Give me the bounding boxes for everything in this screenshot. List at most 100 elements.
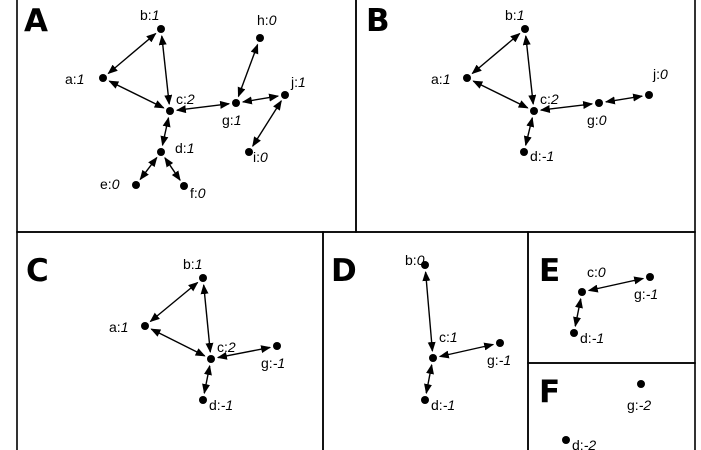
- edge-a-j-i: [252, 100, 282, 147]
- node-name-b-a: a:: [431, 71, 443, 87]
- node-value-c-d: -1: [221, 397, 233, 413]
- node-label-e-c: c:0: [587, 264, 606, 280]
- node-label-a-j: j:1: [290, 74, 306, 90]
- panel-label-a: A: [24, 3, 48, 39]
- node-value-c-a: 1: [121, 319, 129, 335]
- edge-a-g-h: [237, 43, 259, 98]
- node-value-d-d: -1: [443, 397, 455, 413]
- node-value-a-e: 0: [112, 176, 120, 192]
- node-b-a: [463, 74, 471, 82]
- node-d-b: [421, 261, 429, 269]
- node-value-b-j: 0: [660, 66, 668, 82]
- edge-e-c-d: [573, 297, 583, 328]
- node-value-a-i: 0: [260, 149, 268, 165]
- node-name-a-j: j:: [290, 74, 298, 90]
- node-name-a-c: c:: [176, 91, 187, 107]
- node-label-a-e: e:0: [100, 176, 120, 192]
- node-name-e-c: c:: [587, 264, 598, 280]
- edge-a-a-b: [107, 32, 157, 75]
- node-a-a: [99, 74, 107, 82]
- node-name-a-h: h:: [257, 12, 269, 28]
- node-value-e-g: -1: [646, 286, 658, 302]
- node-label-b-d: d:-1: [530, 148, 554, 164]
- node-value-e-d: -1: [592, 330, 604, 346]
- node-c-a: [141, 322, 149, 330]
- node-name-d-g: g:: [487, 352, 499, 368]
- node-label-d-g: g:-1: [487, 352, 511, 368]
- edge-b-b-c: [522, 35, 537, 105]
- node-a-e: [132, 181, 140, 189]
- node-value-b-a: 1: [443, 71, 451, 87]
- node-d-c: [429, 354, 437, 362]
- node-b-j: [645, 91, 653, 99]
- node-c-g: [273, 342, 281, 350]
- node-value-e-c: 0: [598, 264, 606, 280]
- node-name-b-d: d:: [530, 148, 542, 164]
- node-label-b-a: a:1: [431, 71, 450, 87]
- node-name-e-d: d:: [580, 330, 592, 346]
- node-label-d-d: d:-1: [431, 397, 455, 413]
- node-e-c: [578, 288, 586, 296]
- node-value-a-h: 0: [269, 12, 277, 28]
- edge-e-c-g: [587, 276, 645, 293]
- edge-a-d-e: [139, 156, 158, 181]
- node-name-a-d: d:: [175, 140, 187, 156]
- edge-c-c-d: [202, 364, 212, 395]
- panel-border-f: [527, 362, 696, 450]
- edge-b-a-c: [472, 80, 529, 109]
- node-value-b-c: 2: [550, 91, 559, 107]
- node-a-c: [166, 107, 174, 115]
- edge-b-g-j: [604, 93, 644, 105]
- edge-c-c-g: [216, 345, 272, 360]
- node-name-f-d: d:: [572, 437, 584, 450]
- node-e-d: [570, 329, 578, 337]
- node-b-c: [530, 107, 538, 115]
- edge-d-c-d: [424, 363, 434, 395]
- edge-b-c-g: [539, 101, 594, 113]
- node-label-a-b: b:1: [140, 7, 159, 23]
- node-name-b-g: g:: [587, 112, 599, 128]
- node-label-b-g: g:0: [587, 112, 607, 128]
- node-a-d: [157, 148, 165, 156]
- node-a-g: [232, 99, 240, 107]
- node-value-c-c: 2: [227, 339, 236, 355]
- node-label-b-j: j:0: [652, 66, 668, 82]
- node-name-a-e: e:: [100, 176, 112, 192]
- node-name-b-b: b:: [505, 7, 517, 23]
- edge-a-a-c: [108, 80, 165, 109]
- edge-d-c-g: [438, 342, 495, 359]
- node-value-d-c: 1: [450, 329, 458, 345]
- node-f-d: [562, 436, 570, 444]
- node-name-c-b: b:: [183, 256, 195, 272]
- node-value-a-j: 1: [298, 74, 306, 90]
- node-value-d-b: 0: [417, 252, 425, 268]
- node-c-b: [199, 274, 207, 282]
- panel-border-c: [16, 231, 324, 450]
- node-b-g: [595, 99, 603, 107]
- node-value-f-g: -2: [639, 397, 652, 413]
- node-name-b-c: c:: [540, 91, 551, 107]
- node-name-f-g: g:: [627, 397, 639, 413]
- edge-d-b-c: [422, 271, 436, 352]
- node-label-c-d: d:-1: [209, 397, 233, 413]
- panel-label-f: F: [539, 374, 560, 410]
- node-label-c-b: b:1: [183, 256, 202, 272]
- edge-b-c-d: [523, 116, 535, 147]
- node-name-e-g: g:: [634, 286, 646, 302]
- node-a-b: [157, 25, 165, 33]
- node-name-d-d: d:: [431, 397, 443, 413]
- edge-a-b-c: [158, 35, 173, 105]
- node-label-d-b: b:0: [405, 252, 425, 268]
- node-value-d-g: -1: [499, 352, 511, 368]
- node-label-b-b: b:1: [505, 7, 524, 23]
- node-name-a-b: b:: [140, 7, 152, 23]
- node-name-c-a: a:: [109, 319, 121, 335]
- node-value-b-b: 1: [517, 7, 525, 23]
- panel-border-e: [527, 231, 696, 364]
- node-name-b-j: j:: [652, 66, 660, 82]
- node-label-e-d: d:-1: [580, 330, 604, 346]
- node-value-b-d: -1: [542, 148, 554, 164]
- node-name-c-g: g:: [261, 355, 273, 371]
